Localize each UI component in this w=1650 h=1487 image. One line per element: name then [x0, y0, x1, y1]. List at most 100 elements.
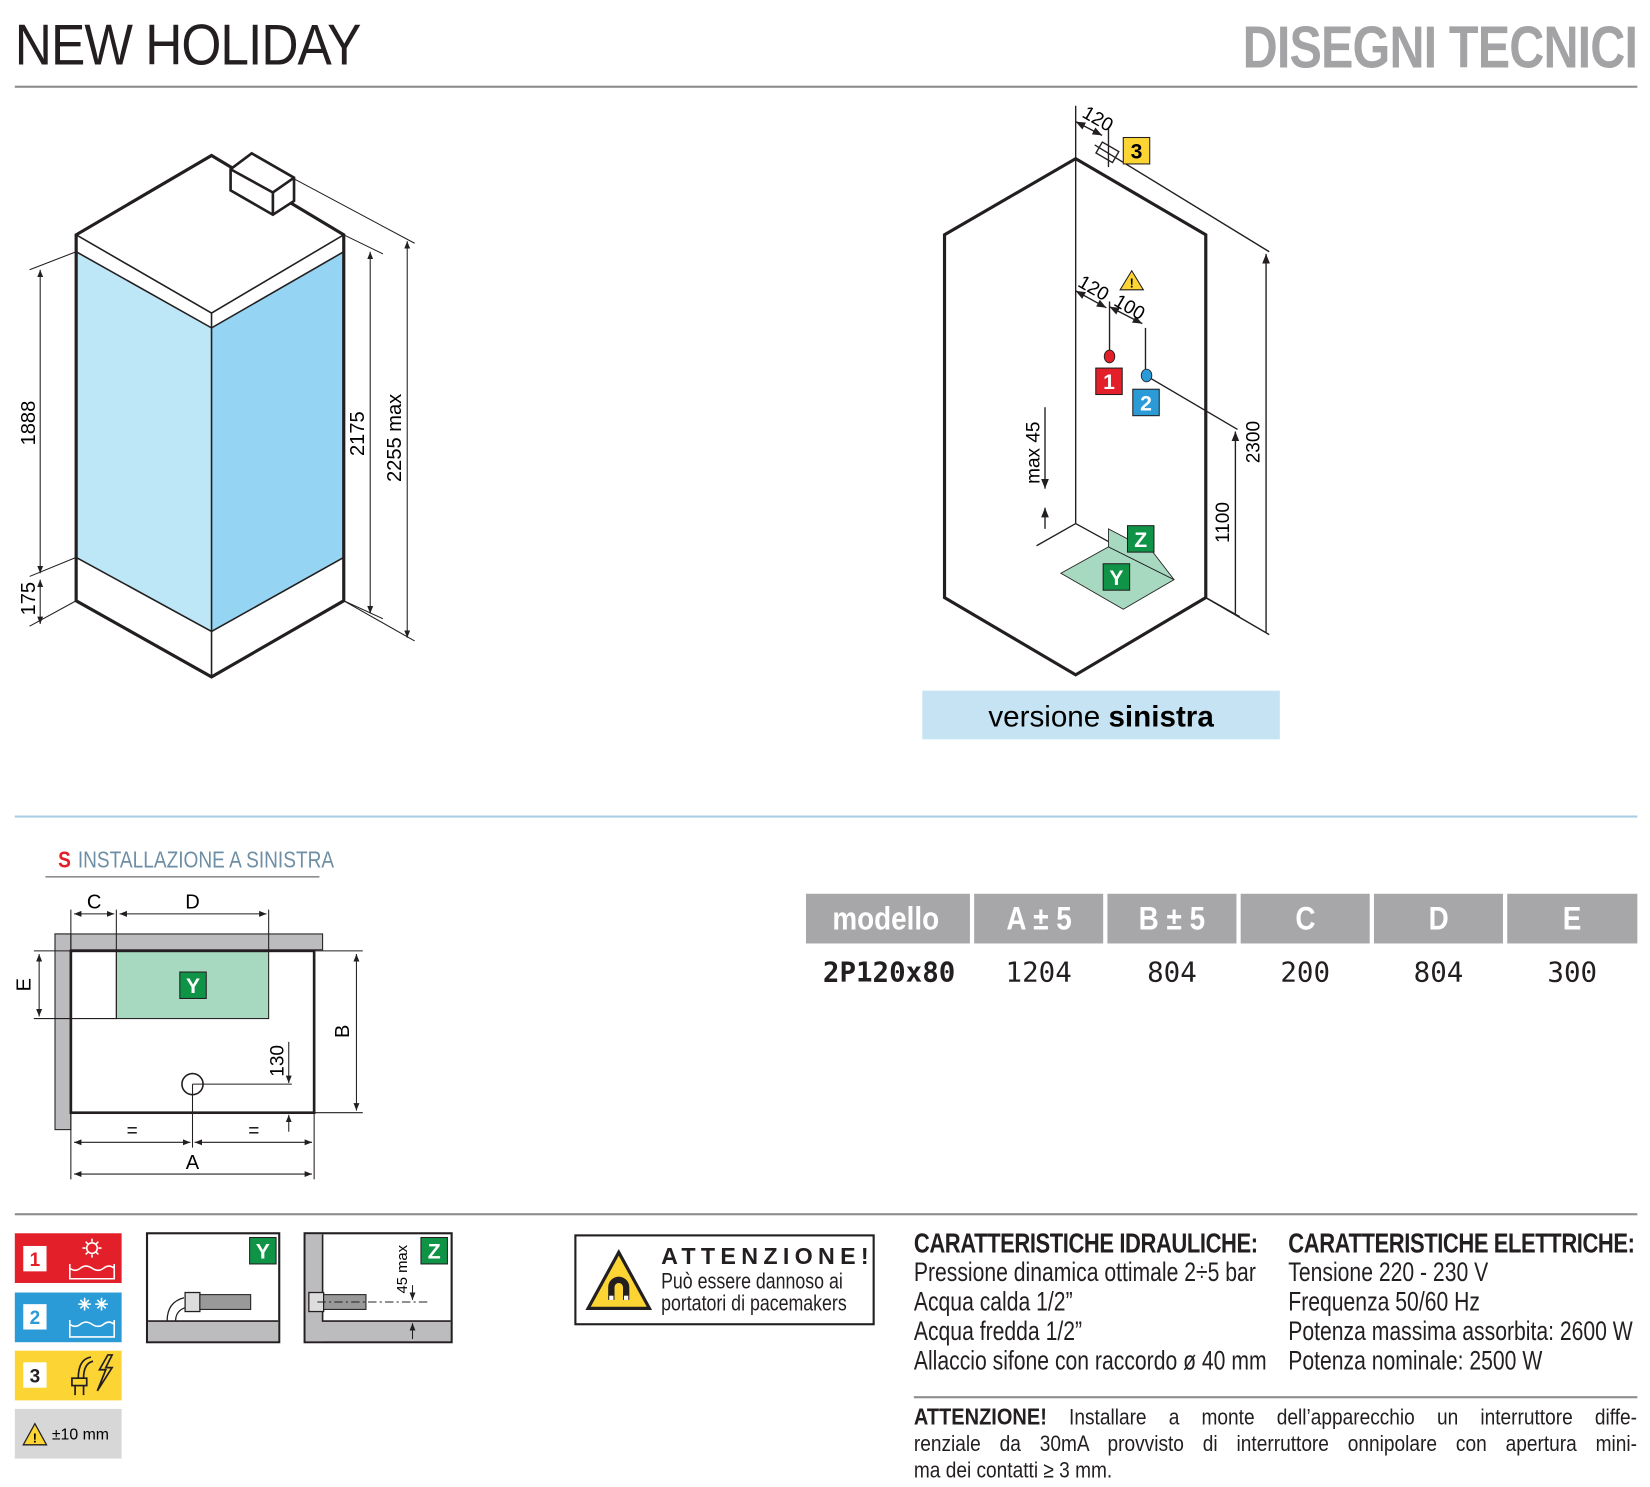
plug-lightning-icon [71, 1354, 114, 1396]
section-divider [14, 815, 1638, 818]
dim-130: 130 [267, 1045, 288, 1077]
col-header-d: D [1373, 893, 1503, 944]
col-header-a: A ± 5 [974, 893, 1104, 944]
legend-cold-water: 2 [14, 1292, 122, 1343]
electrical-attention-note: ATTENZIONE! Installare a monte dell’appa… [913, 1403, 1638, 1483]
cold-water-inlet [1140, 368, 1153, 383]
dimensions-table: modello A ± 5 B ± 5 C D E 2P120x80 1204 … [802, 893, 1642, 1003]
hydraulic-item: Allaccio sifone con raccordo ø 40 mm [913, 1346, 1267, 1377]
warning-title: ATTENZIONE! [661, 1242, 874, 1270]
svg-text:3: 3 [30, 1366, 41, 1387]
electrical-item: Potenza massima assorbita: 2600 W [1288, 1316, 1633, 1347]
note-divider [913, 1396, 1638, 1399]
svg-text:Z: Z [1134, 529, 1147, 552]
label-c: C [87, 892, 102, 914]
legend-hot-water: 1 [14, 1233, 122, 1283]
svg-text:Y: Y [1109, 567, 1123, 590]
col-header-b: B ± 5 [1107, 893, 1237, 944]
label-b: B [332, 1025, 354, 1038]
svg-text:!: ! [33, 1432, 37, 1446]
warning-line-1: Può essere dannoso ai [661, 1269, 843, 1294]
electrical-item: Tensione 220 - 230 V [1288, 1257, 1489, 1288]
table-row: 2P120x80 1204 804 200 804 300 [822, 957, 1598, 989]
label-a: A [186, 1152, 200, 1174]
section-title: DISEGNI TECNICI [1242, 13, 1638, 81]
marker-z: Z [1126, 525, 1155, 553]
svg-text:45 max: 45 max [395, 1244, 411, 1293]
svg-text:±10 mm: ±10 mm [52, 1427, 109, 1444]
dim-max-45: max 45 [1024, 422, 1045, 484]
dim-175: 175 [18, 582, 40, 616]
hot-water-inlet [1103, 349, 1116, 364]
svg-text:3: 3 [1131, 141, 1143, 164]
svg-text:2: 2 [30, 1308, 41, 1329]
wall-side [54, 933, 72, 1131]
label-d: D [185, 892, 200, 914]
dim-1888: 1888 [18, 401, 40, 446]
svg-text:!: ! [1130, 277, 1134, 291]
wall-back [54, 933, 324, 951]
footer-divider [14, 1213, 1638, 1216]
pacemaker-warning: ATTENZIONE! Può essere dannoso ai portat… [574, 1234, 875, 1326]
dim-1100: 1100 [1213, 502, 1234, 543]
svg-text:Y: Y [186, 975, 200, 998]
drain-detail-z: 45 max Z [303, 1232, 453, 1344]
glass-panel-left [76, 251, 212, 632]
col-header-modello: modello [805, 893, 970, 944]
marker-3-electric: 3 [1122, 136, 1151, 165]
product-title: NEW HOLIDAY [14, 13, 362, 78]
legend: 1 2 3 [14, 1233, 122, 1459]
dim-2300: 2300 [1244, 421, 1265, 463]
hydraulic-title: CARATTERISTICHE IDRAULICHE: [913, 1226, 1258, 1259]
hydraulic-specs: CARATTERISTICHE IDRAULICHE: Pressione di… [914, 1228, 1267, 1376]
electrical-specs: CARATTERISTICHE ELETTRICHE: Tensione 220… [1288, 1226, 1635, 1377]
label-e: E [14, 978, 36, 991]
hose [199, 1294, 252, 1310]
dim-2175: 2175 [347, 411, 369, 456]
snowflake-water-icon [69, 1297, 116, 1338]
dim-100: 100 [1110, 291, 1148, 325]
table-header-row: modello A ± 5 B ± 5 C D E [805, 893, 1638, 944]
steam-generator-box [229, 151, 296, 217]
col-header-c: C [1240, 893, 1370, 944]
svg-text:1: 1 [1103, 371, 1115, 394]
legend-electric: 3 [14, 1350, 122, 1401]
shower-cabin-iso-drawing: 1888 175 2175 2255 max [18, 151, 415, 679]
hydraulic-item: Acqua calda 1/2” [913, 1287, 1073, 1317]
drain-detail-y: Y [145, 1232, 281, 1344]
legend-tolerance: ! ±10 mm [14, 1408, 122, 1459]
electrical-item: Potenza nominale: 2500 W [1288, 1346, 1543, 1377]
svg-text:Y: Y [256, 1241, 270, 1264]
connections-iso-drawing: 120 120 100 max 45 2300 1100 ! 3 1 2 [922, 102, 1280, 740]
dim-120-top: 120 [1078, 102, 1116, 136]
label-equal-right: = [248, 1121, 259, 1142]
hydraulic-item: Pressione dinamica ottimale 2÷5 bar [913, 1257, 1256, 1288]
marker-y: Y [1102, 563, 1131, 591]
col-header-e: E [1507, 893, 1638, 944]
svg-text:1: 1 [30, 1250, 41, 1271]
glass-panel-right [211, 251, 344, 632]
magnet-warning-icon [585, 1249, 653, 1310]
label-equal-left: = [127, 1121, 138, 1142]
version-label: versione sinistra [988, 701, 1214, 734]
dim-120-inlet: 120 [1074, 272, 1112, 306]
marker-1-hot: 1 [1095, 367, 1123, 396]
warning-icon: ! [1119, 269, 1145, 291]
hydraulic-item: Acqua fredda 1/2” [913, 1316, 1083, 1347]
svg-text:2: 2 [1140, 392, 1152, 415]
installation-plan: Y C D E B 130 = = A [14, 876, 363, 1180]
warning-icon: ! [22, 1422, 48, 1446]
marker-2-cold: 2 [1132, 388, 1160, 417]
header-divider [14, 85, 1638, 88]
dim-2255-max: 2255 max [384, 394, 406, 482]
marker-y [179, 971, 207, 999]
electrical-item: Frequenza 50/60 Hz [1288, 1287, 1480, 1317]
warning-line-2: portatori di pacemakers [661, 1291, 847, 1316]
electrical-title: CARATTERISTICHE ELETTRICHE: [1288, 1226, 1635, 1259]
svg-text:Z: Z [428, 1241, 441, 1264]
sun-water-icon [69, 1238, 116, 1280]
version-banner [922, 690, 1280, 740]
